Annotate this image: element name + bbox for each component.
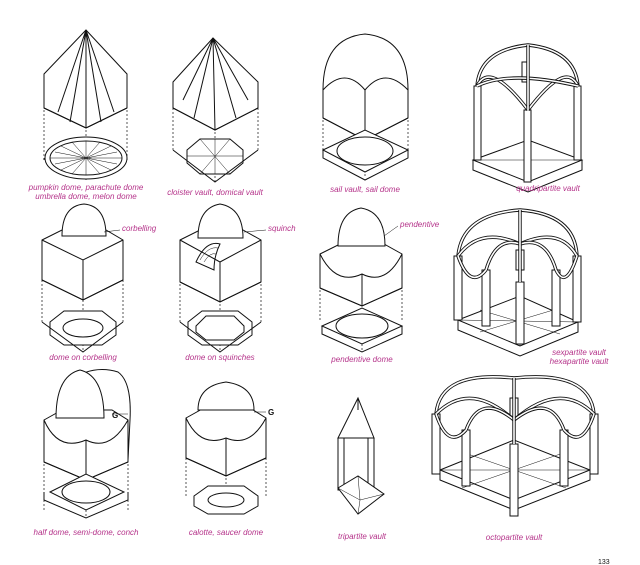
caption-octopartite-vault: octopartite vault bbox=[486, 533, 543, 542]
captions: pumpkin dome, parachute dome umbrella do… bbox=[28, 183, 609, 542]
caption-quadripartite-vault: quadripartite vault bbox=[516, 184, 580, 193]
caption-dome-on-corbelling: dome on corbelling bbox=[49, 353, 117, 362]
caption-dome-on-squinches: dome on squinches bbox=[185, 353, 254, 362]
pendentive-dome-figure bbox=[319, 207, 404, 353]
caption-calotte: calotte, saucer dome bbox=[189, 528, 264, 537]
pumpkin-dome-figure bbox=[43, 29, 128, 182]
quadripartite-vault-figure bbox=[471, 43, 584, 193]
caption-sexpartite-vault-line2: hexapartite vault bbox=[550, 357, 609, 366]
cloister-vault-figure bbox=[172, 37, 259, 183]
callout-squinch: squinch bbox=[268, 224, 296, 233]
caption-sexpartite-vault-line1: sexpartite vault bbox=[552, 348, 607, 357]
callout-g-half-dome: G bbox=[112, 411, 118, 420]
octopartite-vault-figure bbox=[431, 375, 599, 517]
caption-pumpkin-dome-line1: pumpkin dome, parachute dome bbox=[28, 183, 144, 192]
caption-cloister-vault: cloister vault, domical vault bbox=[167, 188, 263, 197]
caption-pendentive-dome: pendentive dome bbox=[330, 355, 393, 364]
caption-pumpkin-dome-line2: umbrella dome, melon dome bbox=[35, 192, 137, 201]
callout-corbelling: corbelling bbox=[122, 224, 157, 233]
tripartite-vault-figure bbox=[337, 396, 385, 515]
dome-on-squinches-figure bbox=[179, 203, 262, 353]
sexpartite-vault-figure bbox=[453, 208, 582, 357]
half-dome-figure bbox=[43, 369, 131, 519]
page-number: 133 bbox=[598, 559, 610, 565]
caption-half-dome: half dome, semi-dome, conch bbox=[34, 528, 139, 537]
callout-leaders bbox=[103, 225, 399, 415]
callout-pendentive: pendentive bbox=[399, 220, 440, 229]
dome-on-corbelling-figure bbox=[41, 203, 124, 353]
caption-tripartite-vault: tripartite vault bbox=[338, 532, 387, 541]
sail-vault-figure bbox=[321, 33, 410, 181]
callout-g-calotte: G bbox=[268, 408, 274, 417]
callouts: corbelling squinch pendentive G G bbox=[112, 220, 440, 420]
caption-sail-vault: sail vault, sail dome bbox=[330, 185, 400, 194]
calotte-figure bbox=[185, 381, 267, 515]
